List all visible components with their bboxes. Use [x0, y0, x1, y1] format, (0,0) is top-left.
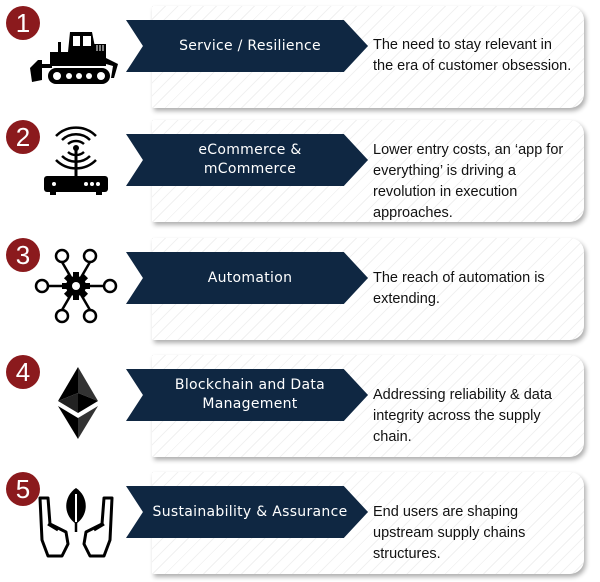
hands-leaf-icon — [38, 488, 114, 558]
item-row-1: 1 Service / Resilience The need to stay … — [0, 0, 600, 110]
item-row-3: 3 — [0, 232, 600, 342]
step-number-badge: 3 — [6, 238, 40, 272]
step-number-badge: 1 — [6, 6, 40, 40]
description-card — [152, 120, 584, 222]
category-title: Sustainability & Assurance — [152, 503, 348, 520]
category-title: Automation — [207, 269, 293, 286]
bulldozer-icon — [30, 32, 118, 84]
category-title: Service / Resilience — [179, 37, 321, 54]
description-text: The reach of automation is extending. — [373, 270, 545, 307]
description-text: The need to stay relevant in the era of … — [373, 37, 572, 74]
category-banner — [126, 20, 368, 72]
item-row-4: 4 Blockchain and Data Management Address… — [0, 349, 600, 459]
step-number-badge: 5 — [6, 472, 40, 506]
category-title: eCommerce & mCommerce — [198, 142, 302, 177]
item-row-5: 5 Sustainability & Assurance End users a… — [0, 466, 600, 576]
step-number-badge: 2 — [6, 120, 40, 154]
item-row-2: 2 eCommerce & mCommerce Lower entry cost… — [0, 114, 600, 224]
category-title: Blockchain and Data Management — [174, 377, 326, 412]
category-banner — [126, 252, 368, 304]
ethereum-icon — [58, 367, 98, 439]
category-banner — [126, 134, 368, 186]
category-banner — [126, 369, 368, 421]
description-text: End users are shaping upstream supply ch… — [373, 504, 526, 562]
step-number-badge: 4 — [6, 355, 40, 389]
description-text: Addressing reliability & data integrity … — [373, 387, 552, 445]
gear-network-icon — [34, 248, 118, 324]
wifi-router-icon — [44, 126, 108, 195]
description-text: Lower entry costs, an ‘app for everythin… — [373, 142, 564, 221]
category-banner — [126, 486, 368, 538]
